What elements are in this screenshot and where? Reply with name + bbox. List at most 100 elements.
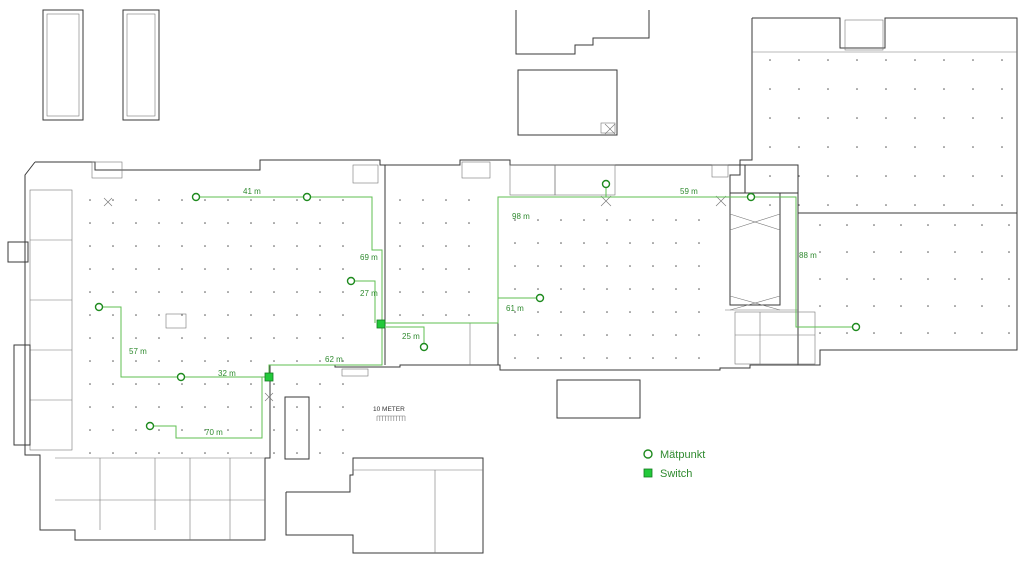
grid-dot [698, 357, 700, 359]
grid-dot [112, 429, 114, 431]
grid-dot [319, 406, 321, 408]
grid-dot [652, 219, 654, 221]
grid-dot [204, 199, 206, 201]
measure-point-icon [94, 302, 104, 312]
grid-dot [296, 291, 298, 293]
legend-switch-icon [643, 468, 653, 478]
grid-dot [954, 305, 956, 307]
grid-dot [319, 199, 321, 201]
grid-dot [445, 199, 447, 201]
measure-point-icon [601, 179, 611, 189]
column-grid [89, 59, 1010, 454]
grid-dot [273, 222, 275, 224]
grid-dot [769, 117, 771, 119]
grid-dot [798, 59, 800, 61]
grid-dot [943, 88, 945, 90]
grid-dot [319, 245, 321, 247]
grid-dot [89, 406, 91, 408]
distance-label: 27 m [360, 289, 378, 298]
grid-dot [181, 406, 183, 408]
grid-dot [158, 406, 160, 408]
grid-dot [296, 360, 298, 362]
grid-dot [250, 360, 252, 362]
grid-dot [560, 288, 562, 290]
distance-label: 98 m [512, 212, 530, 221]
distance-label: 32 m [218, 369, 236, 378]
grid-dot [204, 291, 206, 293]
grid-dot [135, 337, 137, 339]
grid-dot [827, 59, 829, 61]
grid-dot [273, 429, 275, 431]
grid-dot [537, 334, 539, 336]
cable-routes [99, 184, 856, 439]
grid-dot [422, 314, 424, 316]
grid-dot [981, 278, 983, 280]
measure-point-icon [191, 192, 201, 202]
grid-dot [158, 245, 160, 247]
grid-dot [135, 199, 137, 201]
grid-dot [927, 278, 929, 280]
grid-dot [445, 245, 447, 247]
grid-dot [606, 357, 608, 359]
grid-dot [698, 219, 700, 221]
grid-dot [954, 251, 956, 253]
legend-measure-point-label: Mätpunkt [660, 449, 705, 461]
grid-dot [181, 268, 183, 270]
grid-dot [399, 268, 401, 270]
grid-dot [514, 311, 516, 313]
grid-dot [250, 383, 252, 385]
grid-dot [652, 242, 654, 244]
grid-dot [445, 268, 447, 270]
grid-dot [204, 452, 206, 454]
grid-dot [112, 360, 114, 362]
grid-dot [885, 88, 887, 90]
grid-dot [89, 360, 91, 362]
grid-dot [342, 291, 344, 293]
grid-dot [819, 278, 821, 280]
measure-point-icon [419, 342, 429, 352]
measure-point-icon [851, 322, 861, 332]
grid-dot [296, 268, 298, 270]
grid-dot [204, 222, 206, 224]
grid-dot [827, 88, 829, 90]
grid-dot [873, 251, 875, 253]
grid-dot [652, 357, 654, 359]
grid-dot [981, 305, 983, 307]
grid-dot [468, 268, 470, 270]
grid-dot [181, 245, 183, 247]
grid-dot [158, 360, 160, 362]
grid-dot [250, 245, 252, 247]
grid-dot [560, 219, 562, 221]
grid-dot [112, 337, 114, 339]
grid-dot [112, 383, 114, 385]
grid-dot [846, 251, 848, 253]
grid-dot [89, 337, 91, 339]
grid-dot [606, 288, 608, 290]
grid-dot [856, 59, 858, 61]
distance-label: 57 m [129, 347, 147, 356]
grid-dot [856, 175, 858, 177]
grid-dot [514, 265, 516, 267]
grid-dot [273, 291, 275, 293]
grid-dot [827, 204, 829, 206]
grid-dot [769, 59, 771, 61]
grid-dot [981, 251, 983, 253]
grid-dot [927, 251, 929, 253]
grid-dot [273, 314, 275, 316]
grid-dot [629, 242, 631, 244]
grid-dot [914, 204, 916, 206]
measure-point-icon [302, 192, 312, 202]
grid-dot [273, 337, 275, 339]
grid-dot [537, 288, 539, 290]
grid-dot [846, 305, 848, 307]
grid-dot [250, 337, 252, 339]
grid-dot [675, 265, 677, 267]
grid-dot [652, 288, 654, 290]
grid-dot [342, 199, 344, 201]
grid-dot [629, 265, 631, 267]
grid-dot [89, 383, 91, 385]
grid-dot [158, 383, 160, 385]
grid-dot [181, 222, 183, 224]
grid-dot [342, 452, 344, 454]
grid-dot [819, 305, 821, 307]
